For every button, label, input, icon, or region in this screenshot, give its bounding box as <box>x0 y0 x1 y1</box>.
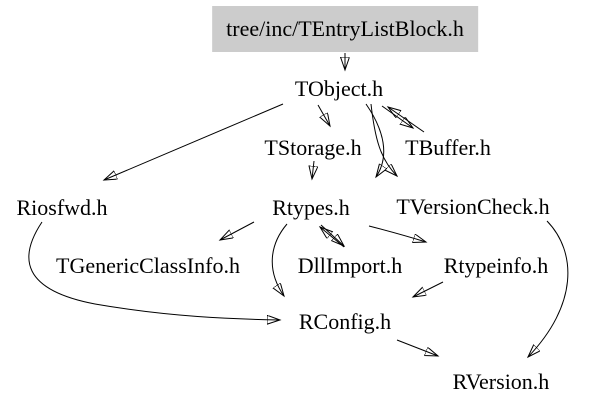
node-dllimport[interactable]: DllImport.h <box>297 253 403 278</box>
edge-rtypes-tgenericclassinfo <box>220 221 255 240</box>
node-tbuffer[interactable]: TBuffer.h <box>405 135 491 160</box>
node-tree-inc-tentrylistblock: tree/inc/TEntryListBlock.h <box>212 6 478 52</box>
node-tgenericclassinfo[interactable]: TGenericClassInfo.h <box>56 253 240 278</box>
edge-dllimport-rtypes <box>320 227 345 248</box>
node-rversion[interactable]: RVersion.h <box>452 369 550 394</box>
node-rtypeinfo[interactable]: Rtypeinfo.h <box>443 253 549 278</box>
node-tversioncheck[interactable]: TVersionCheck.h <box>396 194 550 219</box>
edge-rtypeinfo-rconfig <box>413 281 444 297</box>
edge-tobject-tbuffer <box>381 105 413 128</box>
edge-riosfwd-rconfig <box>28 221 280 320</box>
edge-rtypes-dllimport <box>320 224 344 246</box>
edge-rtypes-rconfig <box>271 223 288 296</box>
node-rtypes[interactable]: Rtypes.h <box>272 195 350 220</box>
edge-tobject-tversioncheck <box>370 103 397 176</box>
edge-tbuffer-tobject <box>388 107 425 133</box>
node-riosfwd[interactable]: Riosfwd.h <box>16 195 108 220</box>
edge-tobject-rtypes <box>365 103 384 177</box>
node-rconfig[interactable]: RConfig.h <box>298 309 392 334</box>
edge-tstorage-rtypes <box>312 160 314 179</box>
edge-rtypes-rtypeinfo <box>368 225 426 242</box>
node-tstorage[interactable]: TStorage.h <box>264 135 362 160</box>
edge-tobject-riosfwd <box>104 103 284 180</box>
edge-tobject-tstorage <box>317 104 330 126</box>
node-tobject[interactable]: TObject.h <box>294 76 384 101</box>
edge-rconfig-rversion <box>396 339 438 356</box>
edge-tversioncheck-rversion <box>528 220 569 357</box>
